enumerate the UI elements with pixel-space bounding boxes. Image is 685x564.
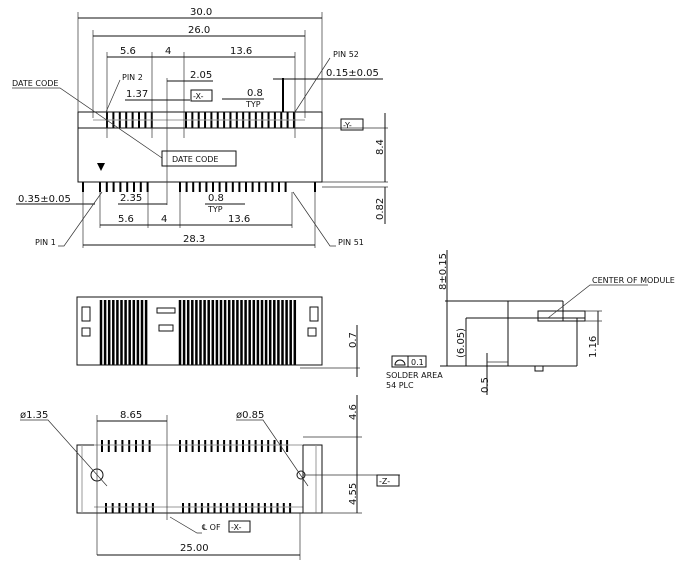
pin51-label: PIN 51 xyxy=(338,238,364,247)
pitch-top-typ: TYP xyxy=(245,100,261,109)
dim-2-05: 2.05 xyxy=(190,70,212,81)
dim-1-16: 1.16 xyxy=(588,336,599,358)
date-code-text: DATE CODE xyxy=(172,155,218,164)
bottom-view: ø1.35 8.65 ø0.85 4.6 4.55 -Z- ℄ OF -X- 2… xyxy=(20,395,400,560)
dim-bot-b: 4 xyxy=(161,214,167,225)
centerline-datum: -X- xyxy=(231,523,242,532)
datum-y: -Y- xyxy=(343,121,352,130)
solder-area-label: SOLDER AREA xyxy=(386,371,443,380)
pin1-width-tolerance: 0.35±0.05 xyxy=(18,194,71,205)
top-view: 30.0 26.0 5.6 4 13.6 PIN 52 0.15±0.05 PI… xyxy=(12,7,388,248)
dim-25-00: 25.00 xyxy=(180,543,209,554)
hole-large-label: ø1.35 xyxy=(20,410,48,421)
dim-8-65: 8.65 xyxy=(120,410,142,421)
date-code-box xyxy=(161,150,237,167)
datum-x-box xyxy=(190,89,213,102)
front-view: 0.7 xyxy=(76,296,360,377)
dim-overall-width: 30.0 xyxy=(190,7,212,18)
dim-2-35: 2.35 xyxy=(120,193,142,204)
dim-1-37: 1.37 xyxy=(126,89,148,100)
pin52-label: PIN 52 xyxy=(333,50,359,59)
datum-z-box xyxy=(376,474,400,487)
dim-4-55: 4.55 xyxy=(348,483,359,505)
center-of-module-label: CENTER OF MODULE xyxy=(592,276,675,285)
dim-height-8-4: 8.4 xyxy=(375,139,386,155)
dim-8-tolerance: 8±0.15 xyxy=(438,253,449,290)
centerline-datum-box xyxy=(228,520,251,533)
datum-x: -X- xyxy=(193,92,204,101)
pitch-bottom-typ: TYP xyxy=(207,205,223,214)
dim-top-b: 4 xyxy=(165,46,171,57)
connector-body xyxy=(77,127,323,183)
dim-lead-0-82: 0.82 xyxy=(375,198,386,220)
hole-small-label: ø0.85 xyxy=(236,410,264,421)
dim-top-c: 13.6 xyxy=(230,46,252,57)
module-bar xyxy=(537,310,586,322)
dim-6-05: (6.05) xyxy=(456,328,467,358)
date-code-label: DATE CODE xyxy=(12,79,58,88)
pin-group xyxy=(82,112,316,513)
dim-inner-width: 26.0 xyxy=(188,25,210,36)
pitch-top: 0.8 xyxy=(247,88,263,99)
flatness-value: 0.1 xyxy=(411,358,424,367)
dim-0-5: 0.5 xyxy=(480,377,491,393)
dim-28-3: 28.3 xyxy=(183,234,205,245)
side-view: 8±0.15 1.16 (6.05) 0.5 CENTER OF MODULE … xyxy=(386,250,675,395)
front-body xyxy=(76,296,323,366)
pin-width-tolerance: 0.15±0.05 xyxy=(326,68,379,79)
pitch-bottom: 0.8 xyxy=(208,193,224,204)
dim-top-a: 5.6 xyxy=(120,46,136,57)
dim-4-6: 4.6 xyxy=(348,404,359,420)
plc-label: 54 PLC xyxy=(386,381,414,390)
pin1-marker-icon xyxy=(97,163,105,171)
pin2-label: PIN 2 xyxy=(122,73,143,82)
pin1-label: PIN 1 xyxy=(35,238,56,247)
centerline-label: ℄ OF xyxy=(202,523,221,532)
dim-0-7: 0.7 xyxy=(348,332,359,348)
bottom-body xyxy=(76,444,323,514)
datum-y-box xyxy=(340,118,364,131)
dim-bot-c: 13.6 xyxy=(228,214,250,225)
datum-z: -Z- xyxy=(379,477,390,486)
dim-bot-a: 5.6 xyxy=(118,214,134,225)
